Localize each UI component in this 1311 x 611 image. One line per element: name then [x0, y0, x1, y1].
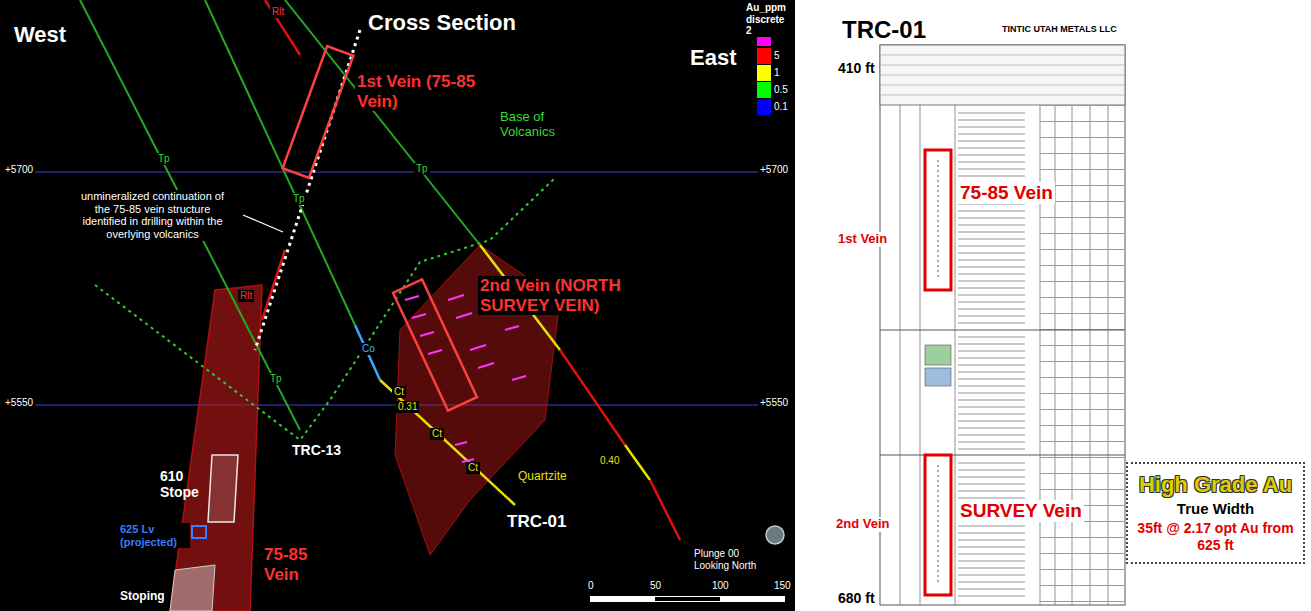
fault-trace: [265, 0, 300, 55]
note-text: True Width: [1134, 500, 1297, 518]
unit-code: Rlt: [270, 6, 286, 18]
header-rules: [880, 55, 1125, 95]
lithology-fill: [925, 345, 951, 365]
drill-trace: [650, 480, 680, 540]
scale-bar: [590, 596, 785, 602]
legend-swatch: [757, 99, 771, 115]
view-note: Plunge 00 Looking North: [692, 548, 764, 571]
assay-ticks: [405, 295, 526, 462]
depth-label: 680 ft: [836, 590, 877, 606]
log-title: TRC-01: [840, 16, 928, 44]
contact-label: Base of Volcanics: [498, 110, 578, 140]
vein-label: 75-85 Vein: [958, 182, 1055, 204]
legend-label: 1: [774, 67, 780, 79]
stope-outline: [208, 455, 238, 522]
direction-label: East: [688, 45, 738, 70]
drillhole-label: TRC-01: [505, 512, 569, 532]
unit-code: Co: [360, 343, 377, 355]
drillhole-label: TRC-13: [290, 442, 343, 458]
vein-body: [170, 285, 262, 611]
scale-label: 100: [710, 580, 731, 592]
unit-code: Rlt: [238, 290, 254, 302]
section-title: Cross Section: [366, 10, 518, 35]
unit-code: Tp: [291, 193, 307, 205]
stope-label: 610 Stope: [158, 468, 206, 500]
vein-label: 1st Vein: [836, 232, 889, 247]
scale-label: 50: [648, 580, 663, 592]
vein-label: 1st Vein (75-85 Vein): [355, 72, 480, 111]
unit-code: Tp: [268, 373, 284, 385]
direction-label: West: [12, 22, 68, 47]
description-lines: [955, 460, 1040, 600]
scale-label: 150: [772, 580, 793, 592]
log-frame: [880, 45, 1125, 605]
vein-label: 2nd Vein: [834, 517, 891, 532]
legend-swatch: [757, 65, 771, 81]
section-background: [0, 0, 795, 611]
orientation-icon: [766, 526, 784, 544]
elevation-gridline: [35, 171, 760, 173]
scale-label: 0: [586, 580, 596, 592]
legend-title: Au_ppm discrete 2: [744, 2, 794, 37]
leader-line: [243, 215, 283, 232]
log-header: [880, 45, 1125, 105]
interval-marks: [938, 160, 939, 585]
lithology-label: Quartzite: [516, 470, 569, 484]
elevation-tick: +5700: [758, 164, 790, 176]
level-label: 625 Lv (projected): [118, 523, 190, 548]
legend-swatch: [757, 48, 771, 64]
depth-label: 410 ft: [836, 60, 877, 76]
vein-label: 2nd Vein (NORTH SURVEY VEIN): [478, 276, 693, 315]
drill-trace: [205, 0, 355, 325]
intercept-box: [283, 46, 354, 178]
drill-trace: [560, 350, 625, 445]
company-name: TINTIC UTAH METALS LLC: [1000, 24, 1119, 34]
projection-line: [255, 30, 360, 350]
description-lines: [955, 335, 1040, 450]
unit-code: Ct: [466, 462, 480, 474]
vein-label: SURVEY Vein: [958, 500, 1084, 522]
drill-trace: [285, 0, 480, 245]
unit-code: Ct: [430, 428, 444, 440]
assay-value: 0.31: [396, 401, 419, 413]
note-text: 35ft @ 2.17 opt Au from 625 ft: [1134, 520, 1297, 554]
description-lines: [955, 110, 1040, 325]
assay-rows: [1040, 105, 1125, 605]
assay-value: 0.40: [598, 455, 621, 467]
log-background: [830, 0, 1311, 611]
legend-label: 0.5: [774, 84, 788, 96]
fault-trace: [262, 250, 285, 320]
annotation-note: unmineralized continuation of the 75-85 …: [70, 190, 235, 241]
elevation-tick: +5550: [758, 397, 790, 409]
unit-code: Ct: [392, 386, 406, 398]
drill-trace: [355, 325, 380, 380]
scale-bar-segment: [655, 597, 720, 601]
elevation-tick: +5550: [3, 397, 35, 409]
legend-label: 0.1: [774, 101, 788, 113]
note-text: High Grade Au: [1134, 472, 1297, 498]
legend-swatch: [757, 82, 771, 98]
note-box: High Grade Au True Width 35ft @ 2.17 opt A…: [1126, 462, 1305, 564]
vein-label: 75-85 Vein: [262, 545, 324, 584]
log-dividers: [880, 330, 1125, 455]
lithology-fill: [925, 368, 951, 386]
drill-trace: [625, 445, 650, 480]
unit-code: Tp: [414, 163, 430, 175]
stoping-outline: [170, 565, 215, 611]
elevation-tick: +5700: [3, 164, 35, 176]
legend-label: 5: [774, 50, 780, 62]
stoping-label: Stoping: [118, 590, 167, 604]
level-marker: [192, 526, 206, 538]
drill-trace: [380, 380, 515, 505]
unit-code: Tp: [156, 153, 172, 165]
